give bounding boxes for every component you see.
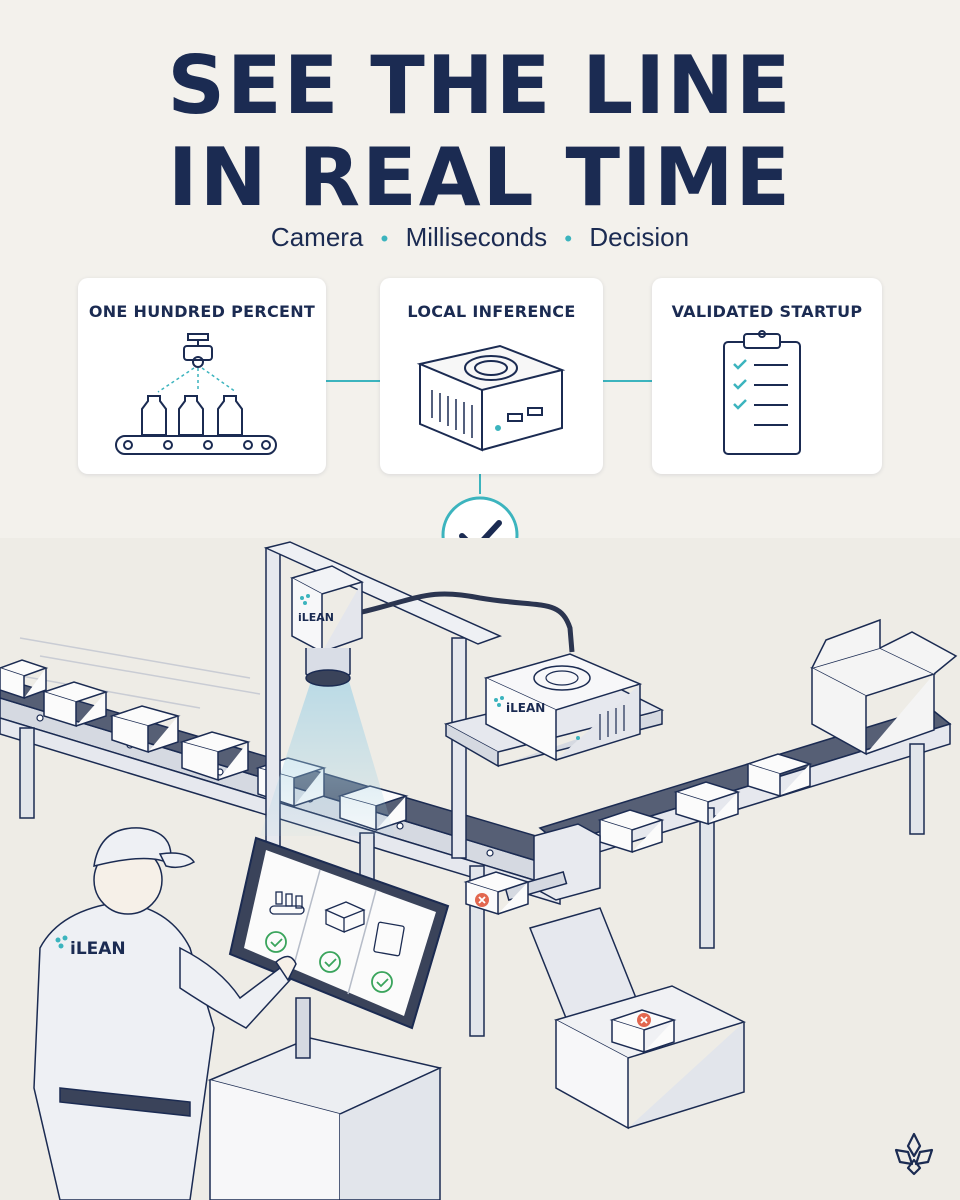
inspection-camera-icon: iLEAN (290, 565, 364, 687)
camera-cable (361, 591, 575, 653)
cap (93, 827, 172, 868)
headline-line-2: IN REAL TIME (167, 131, 793, 224)
production-line-illustration: iLEAN iLEAN (0, 538, 960, 1200)
camera-light-beam (260, 678, 395, 836)
card-one-hundred-percent: ONE HUNDRED PERCENT (78, 278, 326, 474)
subtitle-item-milliseconds: Milliseconds (405, 222, 548, 252)
card-title: ONE HUNDRED PERCENT (88, 302, 316, 321)
card-title: VALIDATED STARTUP (671, 302, 863, 321)
shipping-carton (809, 618, 958, 756)
edge-computer-icon (416, 344, 566, 452)
card-local-inference: LOCAL INFERENCE (380, 278, 603, 474)
outgoing-conveyor (538, 618, 958, 949)
card-validated-startup: VALIDATED STARTUP (652, 278, 882, 474)
uniform-brand-label: iLEAN (70, 939, 126, 959)
subtitle-separator: • (380, 226, 389, 251)
card-title: LOCAL INFERENCE (407, 302, 576, 321)
operator: iLEAN (33, 827, 297, 1200)
subtitle-item-camera: Camera (270, 222, 364, 252)
rejected-box (463, 871, 531, 916)
screen-checkmark-icon (265, 931, 393, 993)
subtitle-item-decision: Decision (589, 222, 690, 252)
camera-gantry (263, 541, 502, 859)
subtitle-separator: • (564, 226, 573, 251)
clipboard-checklist-icon (723, 330, 801, 455)
headline: SEE THE LINE IN REAL TIME (0, 40, 960, 224)
kiosk-cabinet (207, 997, 443, 1200)
camera-over-bottles-icon (115, 333, 277, 455)
edge-computer-icon: iLEAN (443, 653, 665, 768)
headline-line-1: SEE THE LINE (167, 39, 793, 132)
brand-logo-mark-icon (894, 1132, 934, 1176)
camera-brand-label: iLEAN (298, 611, 334, 624)
reject-bin (528, 907, 747, 1130)
reject-pusher (463, 823, 601, 916)
hmi-touchscreen (228, 836, 450, 1030)
computer-brand-label: iLEAN (506, 701, 545, 715)
subtitle: Camera • Milliseconds • Decision (0, 222, 960, 253)
